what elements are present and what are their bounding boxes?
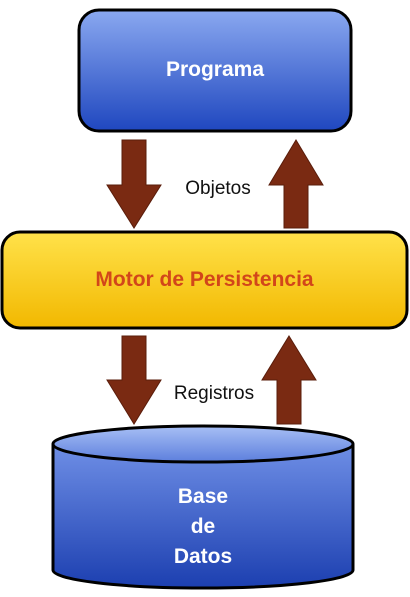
up-arrow-icon — [268, 139, 324, 229]
database-label: Base de Datos — [53, 482, 353, 572]
database-cylinder-icon — [51, 424, 355, 590]
database-label-line-3: Datos — [173, 545, 233, 568]
down-arrow-icon — [106, 335, 162, 425]
up-arrow-icon — [261, 335, 317, 425]
flow-label-registros: Registros — [173, 383, 255, 404]
engine-box-label: Motor de Persistencia — [95, 268, 314, 291]
down-arrow-icon — [106, 139, 162, 229]
engine-box — [0, 230, 409, 330]
program-box-label: Programa — [165, 58, 265, 81]
flow-label-objetos: Objetos — [185, 178, 251, 199]
program-box — [77, 8, 353, 133]
database-label-line-2: de — [190, 515, 216, 538]
database-label-line-1: Base — [177, 485, 229, 508]
